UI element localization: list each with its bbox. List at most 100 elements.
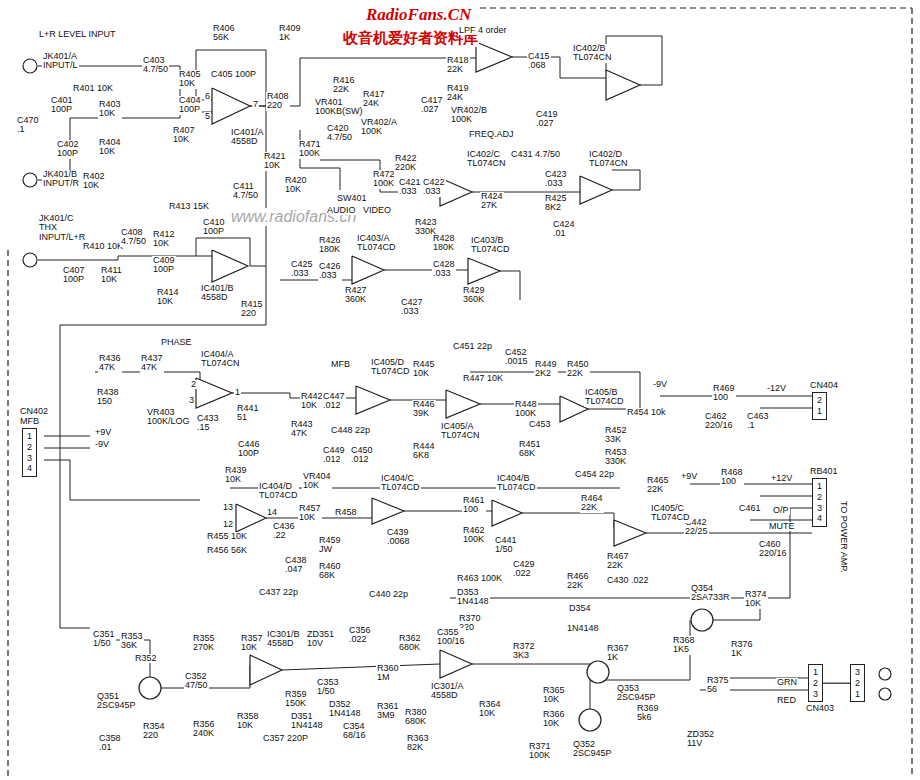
part-label: R454 10k — [626, 408, 667, 417]
opamp-symbol — [372, 498, 404, 524]
part-label: C405 100P — [210, 70, 257, 79]
pin-number: 3 — [855, 667, 860, 678]
part-label: ZD352 11V — [686, 730, 715, 749]
part-label: R355 270K — [192, 634, 216, 653]
wire — [612, 170, 640, 190]
part-label: R444 6K8 — [412, 442, 436, 461]
part-label: C454 22p — [574, 470, 615, 479]
component-symbol — [579, 709, 601, 731]
part-label: C358 .01 — [98, 734, 122, 753]
part-label: C453 — [528, 420, 552, 429]
connector-label: CN404 — [809, 381, 839, 390]
part-label: R409 1K — [278, 24, 302, 43]
part-label: C419 .027 — [535, 110, 559, 129]
part-label: R405 10K — [178, 70, 202, 89]
part-label: VIDEO — [362, 206, 392, 215]
part-label: 7 — [252, 100, 259, 109]
part-label: 2 — [190, 380, 197, 389]
part-label: PHASE — [160, 338, 193, 347]
part-label: C428 .033 — [432, 260, 456, 279]
opamp-symbol — [614, 520, 646, 546]
part-label: C461 — [738, 504, 762, 513]
connector-box: RB4011234 — [812, 478, 827, 527]
component-symbol — [879, 688, 891, 700]
part-label: R451 68K — [518, 440, 542, 459]
part-label: R356 240K — [192, 720, 216, 739]
pin-number: 1 — [817, 406, 822, 417]
wire — [750, 520, 812, 521]
part-label: C356 .022 — [348, 626, 372, 645]
part-label: C436 .22 — [272, 522, 296, 541]
part-label: R358 10K — [236, 712, 260, 731]
part-label: R441 51 — [236, 404, 260, 423]
pin-number: 2 — [817, 492, 822, 503]
part-label: R406 56K — [212, 24, 236, 43]
part-label: IC405/B TL074CD — [584, 388, 625, 407]
part-label: C353 1/50 — [316, 678, 340, 697]
part-label: R437 47K — [140, 354, 164, 373]
part-label: R357 10K — [240, 634, 264, 653]
part-label: C430 .022 — [606, 576, 650, 585]
part-label: C470 .1 — [16, 116, 40, 135]
wire — [60, 325, 266, 326]
part-label: C449 .012 — [322, 446, 346, 465]
wire — [250, 266, 266, 267]
part-label: C422 .033 — [422, 178, 446, 197]
part-label: IC405/A TL074CN — [440, 422, 481, 441]
part-label: R374 10K — [744, 590, 768, 609]
part-label: R427 360K — [344, 286, 368, 305]
part-label: 6 — [204, 92, 211, 101]
part-label: R359 150K — [284, 690, 308, 709]
part-label: R365 10K — [542, 686, 566, 705]
connector-box: CN40421 — [812, 392, 827, 420]
part-label: 5 — [204, 112, 211, 121]
part-label: JK401/A INPUT/L — [42, 52, 79, 71]
part-label: R468 100 — [720, 468, 744, 487]
opamp-symbol — [212, 88, 250, 124]
pin-number: 4 — [817, 513, 822, 524]
part-label: R438 150 — [96, 388, 120, 407]
part-label: IC402/C TL074CN — [466, 150, 507, 169]
part-label: R367 1K — [606, 644, 630, 663]
part-label: C448 22p — [330, 426, 371, 435]
part-label: Q352 2SC945P — [572, 740, 613, 759]
part-label: D354 — [568, 604, 592, 613]
opamp-symbol — [352, 256, 384, 284]
part-label: R418 22K — [446, 56, 470, 75]
part-label: 1 — [234, 388, 241, 397]
part-label: R447 10K — [462, 374, 504, 383]
part-label: R452 33K — [604, 426, 628, 445]
part-label: R424 27K — [480, 192, 504, 211]
wire — [760, 496, 812, 497]
part-label: C402 100P — [56, 140, 80, 159]
part-label: C433 .15 — [196, 414, 220, 433]
part-label: R417 24K — [362, 90, 386, 109]
pin-number: 1 — [855, 689, 860, 700]
part-label: 14 — [266, 508, 278, 517]
opamp-symbol — [606, 70, 640, 100]
part-label: R428 180K — [432, 234, 456, 253]
part-label: LPF 4 order — [458, 26, 508, 35]
part-label: R404 10K — [98, 138, 122, 157]
part-label: R456 56K — [206, 546, 248, 555]
part-label: Q354 2SA733R — [690, 584, 731, 603]
wire — [660, 396, 812, 397]
part-label: VR404 10K — [302, 472, 332, 491]
part-label: 13 — [222, 503, 234, 512]
part-label: C439 .0068 — [386, 528, 411, 547]
part-label: 3 — [188, 396, 195, 405]
part-label: R375 56 — [706, 676, 730, 695]
connector-label: CN402 MFB — [19, 407, 49, 426]
watermark: RadioFans.CN — [365, 6, 472, 25]
part-label: D351 1N4148 — [290, 712, 324, 731]
wire — [500, 271, 520, 300]
part-label: C420 4.7/50 — [326, 124, 353, 143]
part-label: VR402/B 100K — [450, 106, 488, 125]
part-label: R442 10K — [300, 392, 324, 411]
opamp-symbol — [468, 258, 500, 284]
part-label: R362 680K — [398, 634, 422, 653]
wire — [44, 460, 200, 500]
part-label: C407 100P — [62, 266, 86, 285]
part-label: IC405/C TL074CD — [650, 504, 691, 523]
part-label: R364 10K — [478, 700, 502, 719]
